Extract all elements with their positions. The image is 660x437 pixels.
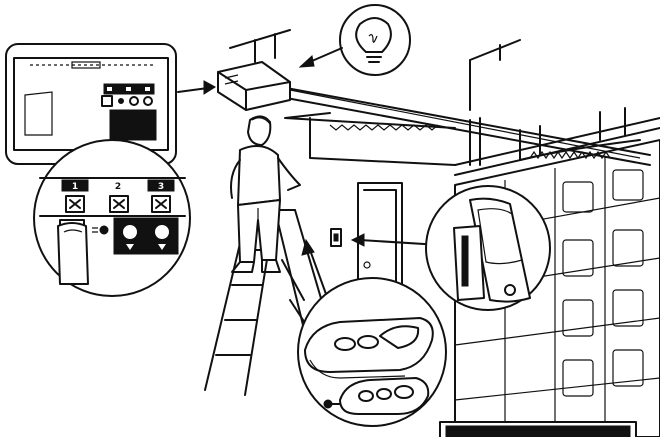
finger-pressing-button bbox=[58, 223, 88, 284]
panel-indicator-row bbox=[104, 84, 154, 94]
learn-button bbox=[58, 220, 88, 284]
button-number-2: 2 bbox=[115, 182, 121, 192]
ceiling-frame bbox=[285, 113, 455, 165]
light-bulb-callout bbox=[340, 5, 410, 75]
limit-adjust-knobs bbox=[114, 218, 178, 254]
opener-rail bbox=[270, 85, 650, 165]
man-on-ladder bbox=[231, 116, 300, 272]
learn-button-closeup: 1 2 3 bbox=[34, 140, 190, 296]
page-tab-box bbox=[440, 422, 636, 437]
remote-controls-closeup bbox=[298, 278, 446, 426]
wall-control-closeup bbox=[426, 186, 550, 310]
button-number-strip: 1 2 3 bbox=[62, 180, 174, 192]
push-bar-button bbox=[454, 226, 484, 300]
adjustment-screws-row bbox=[66, 196, 170, 212]
wall-control-on-wall bbox=[331, 229, 341, 246]
button-number-1: 1 bbox=[72, 182, 78, 192]
garage-door-opener-motor-unit bbox=[218, 30, 290, 110]
button-number-3: 3 bbox=[158, 182, 164, 192]
